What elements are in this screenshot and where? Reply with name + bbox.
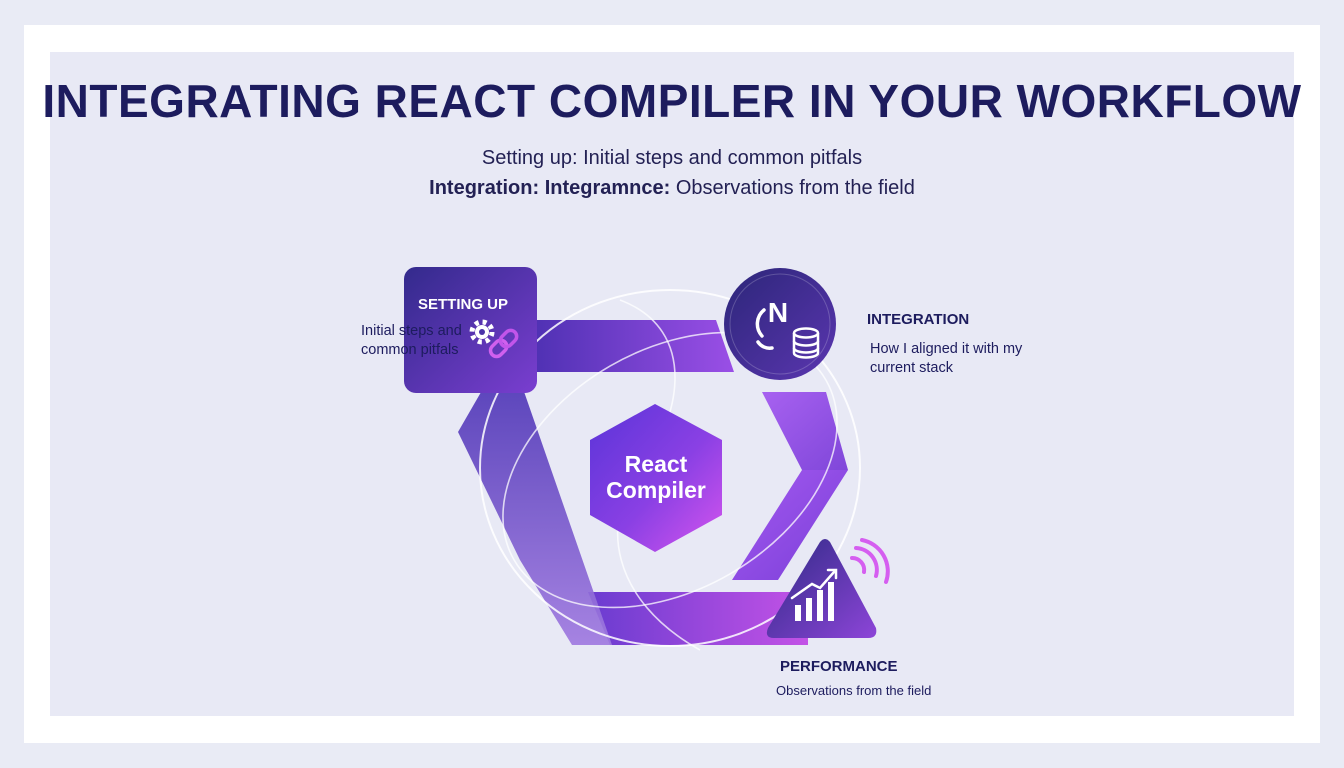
orbit-line-2 [502,331,838,609]
ribbon-segment-top-right [762,392,848,470]
integration-description: How I aligned it with my current stack [870,340,1022,378]
performance-description: Observations from the field [776,683,932,698]
orbit-line-1 [479,289,861,647]
integration-title: INTEGRATION [867,311,970,328]
subtitle-line-2: Integration: Integramnce: Observations f… [0,177,1344,200]
subtitle-line-2-rest: Observations from the field [670,177,915,199]
page-title: INTEGRATING REACT COMPILER IN YOUR WORKF… [42,75,1302,127]
sync-arrows-icon [755,308,774,350]
gear-icon [469,319,495,345]
center-label-line-1: React [625,451,688,477]
subtitle-line-1: Setting up: Initial steps and common pit… [481,147,863,169]
integration-ring [729,273,831,375]
setting-up-desc-line-1: Initial steps and [361,323,462,339]
center-label-line-2: Compiler [606,477,706,503]
bar-chart-icon [795,582,834,621]
performance-triangle [766,539,877,638]
integration-logo-glyph: N [768,297,788,328]
link-icon [488,328,519,359]
performance-title: PERFORMANCE [780,658,898,675]
ribbon-segment-left [458,380,612,645]
center-hexagon [590,404,722,552]
setting-up-card-title: SETTING UP [418,296,508,313]
integration-desc-line-1: How I aligned it with my [870,341,1023,357]
subtitle-line-2-bold: Integration: Integramnce: [429,177,671,199]
signal-waves-icon [850,538,890,584]
setting-up-desc-line-2: common pitfals [361,342,459,358]
integration-desc-line-2: current stack [870,360,953,376]
trend-arrow-head [826,568,838,580]
ribbon-segment-top [520,320,734,372]
setting-up-description: Initial steps and common pitfals [361,322,462,360]
database-icon [792,327,820,359]
trend-arrow-icon [790,570,836,600]
